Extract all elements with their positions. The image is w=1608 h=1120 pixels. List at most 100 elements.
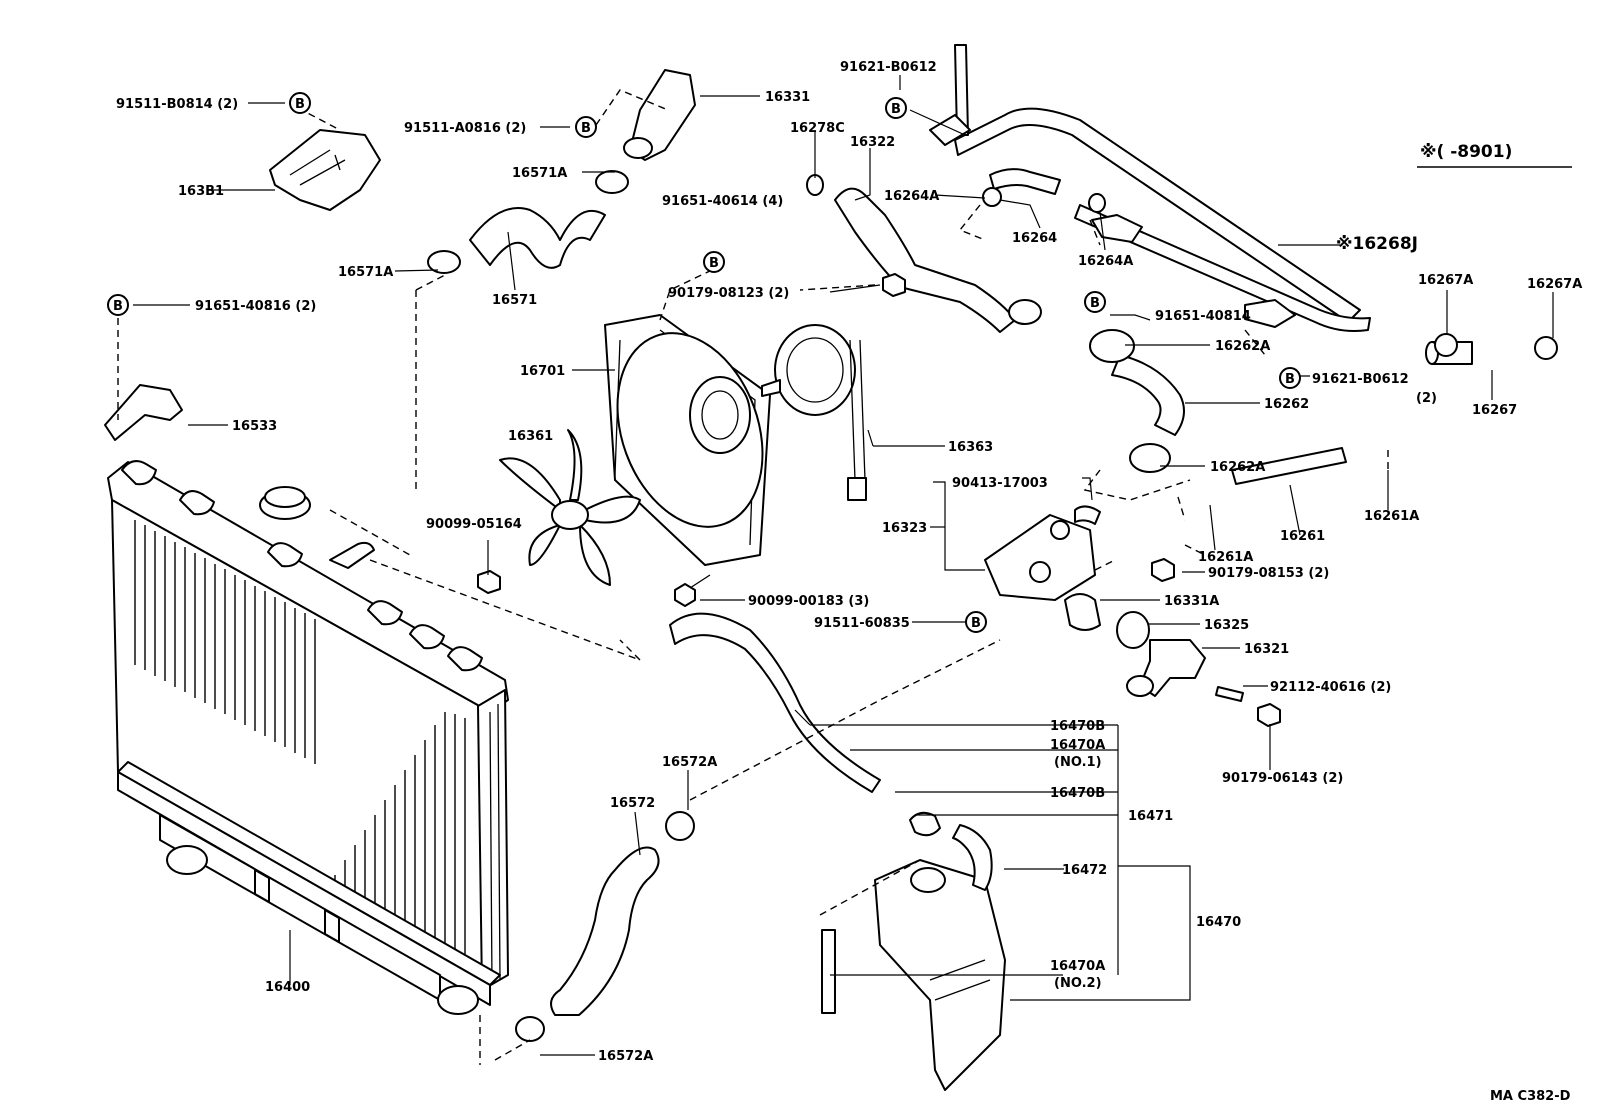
label-16261a-mid: 16261A [1198, 550, 1253, 565]
hose-16472 [952, 824, 993, 891]
label-16267a-left: 16267A [1418, 273, 1473, 288]
clamp-16572a-top [665, 811, 695, 841]
label-16267a-right: 16267A [1527, 277, 1582, 292]
clamp-16262a-bottom [1129, 443, 1171, 473]
label-16267: 16267 [1472, 403, 1517, 418]
overflow-hose-16470a-no2 [821, 929, 836, 1014]
label-91651-40614: 91651-40614 (4) [662, 194, 783, 209]
svg-text:B: B [709, 256, 719, 271]
label-16331a: 16331A [1164, 594, 1219, 609]
label-91511-60835: 91511-60835 [814, 616, 910, 631]
label-16261a-right: 16261A [1364, 509, 1419, 524]
clamp-16267a-right [1534, 336, 1558, 360]
water-pipe-16322 [834, 187, 1016, 333]
label-90099-00183: 90099-00183 (3) [748, 594, 869, 609]
overflow-hose-16470a-no1 [669, 612, 881, 793]
water-bypass-pipe-16268j [929, 44, 1371, 332]
bracket-16533 [104, 384, 183, 441]
fan-shroud [604, 314, 771, 566]
label-16701: 16701 [520, 364, 565, 379]
label-16400: 16400 [265, 980, 310, 995]
b-marker-8: B [965, 611, 987, 633]
bracket-16381 [269, 129, 381, 211]
water-inlet-16321 [1139, 639, 1206, 697]
label-92112-40616: 92112-40616 (2) [1270, 680, 1391, 695]
label-91511-b0814: 91511-B0814 (2) [116, 97, 238, 112]
svg-text:B: B [1285, 372, 1295, 387]
b-marker-6: B [1084, 291, 1106, 313]
label-16470a-no1-sub: (NO.1) [1054, 755, 1102, 770]
diagram-id: MA C382-D [1490, 1089, 1571, 1104]
b-marker-7: B [1279, 367, 1301, 389]
b-marker-5: B [107, 294, 129, 316]
label-16571a-top: 16571A [512, 166, 567, 181]
label-16261: 16261 [1280, 529, 1325, 544]
svg-text:B: B [581, 121, 591, 136]
label-16264a-bottom: 16264A [1078, 254, 1133, 269]
label-90179-08153: 90179-08153 (2) [1208, 566, 1329, 581]
thermostat-16331a [1064, 593, 1101, 631]
label-16470a-no2: 16470A [1050, 959, 1105, 974]
label-91511-a0816: 91511-A0816 (2) [404, 121, 526, 136]
hose-16572 [550, 846, 660, 1016]
label-16471: 16471 [1128, 809, 1173, 824]
clamp-16262a-top [1089, 329, 1135, 363]
stud-92112 [1215, 686, 1244, 702]
label-16264: 16264 [1012, 231, 1057, 246]
label-90179-06143: 90179-06143 (2) [1222, 771, 1343, 786]
label-16323: 16323 [882, 521, 927, 536]
label-16470: 16470 [1196, 915, 1241, 930]
radiator-assembly [107, 460, 509, 1015]
water-inlet-housing-16323 [984, 514, 1096, 601]
label-16572a-bottom: 16572A [598, 1049, 653, 1064]
label-16472: 16472 [1062, 863, 1107, 878]
nut-90179-06143 [1257, 703, 1281, 727]
svg-text:B: B [295, 97, 305, 112]
label-91621-b0612-right-qty: (2) [1416, 391, 1437, 406]
fan-blade [499, 429, 641, 586]
assembly-lines [117, 89, 1389, 1065]
gasket-16325 [1116, 611, 1150, 649]
b-marker-3: B [885, 97, 907, 119]
hose-16571 [469, 207, 606, 269]
svg-text:B: B [971, 616, 981, 631]
label-16470a-no2-sub: (NO.2) [1054, 976, 1102, 991]
label-16572a-top: 16572A [662, 755, 717, 770]
label-16331: 16331 [765, 90, 810, 105]
b-marker-4: B [703, 251, 725, 273]
label-16470a-no1: 16470A [1050, 738, 1105, 753]
label-16381: 163B1 [178, 184, 224, 199]
label-91621-b0612-right: 91621-B0612 [1312, 372, 1409, 387]
label-16571a-left: 16571A [338, 265, 393, 280]
leader-lines [133, 75, 1554, 1056]
hose-16264 [989, 168, 1061, 195]
label-16572: 16572 [610, 796, 655, 811]
hose-16262 [1111, 354, 1185, 436]
svg-text:B: B [113, 299, 123, 314]
label-16268j: ※16268J [1336, 234, 1418, 254]
label-16321: 16321 [1244, 642, 1289, 657]
label-16278c: 16278C [790, 121, 845, 136]
clamp-16572a-bottom [515, 1016, 545, 1042]
label-91651-40814: 91651-40814 [1155, 309, 1251, 324]
label-16262a-top: 16262A [1215, 339, 1270, 354]
b-marker-1: B [289, 92, 311, 114]
nut-90179-08153 [1151, 558, 1175, 582]
label-16470b-bottom: 16470B [1050, 786, 1105, 801]
clamp-16264a-bottom [1088, 193, 1106, 213]
callout-labels: 91511-B0814 (2) 91511-A0816 (2) 16331 16… [116, 60, 1582, 1064]
reserve-tank-16470 [821, 811, 1006, 1091]
label-90179-08123: 90179-08123 (2) [668, 286, 789, 301]
bolt-90099-00183 [674, 583, 696, 607]
label-16571: 16571 [492, 293, 537, 308]
label-90413-17003: 90413-17003 [952, 476, 1048, 491]
label-16361: 16361 [508, 429, 553, 444]
label-91621-b0612-top: 91621-B0612 [840, 60, 937, 75]
clamp-16267a-left [1434, 333, 1458, 357]
label-16363: 16363 [948, 440, 993, 455]
svg-text:B: B [891, 102, 901, 117]
b-marker-2: B [575, 116, 597, 138]
label-91651-40816: 91651-40816 (2) [195, 299, 316, 314]
label-16325: 16325 [1204, 618, 1249, 633]
